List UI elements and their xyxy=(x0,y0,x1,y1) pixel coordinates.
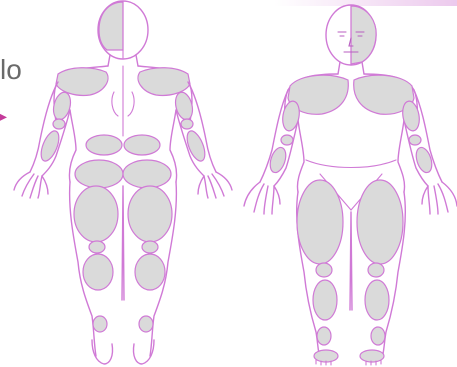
back-right-shoulder-region xyxy=(138,68,190,96)
back-right-ankle-region xyxy=(139,316,153,332)
front-left-shin-region xyxy=(313,280,337,320)
front-left-thigh-region xyxy=(297,180,343,264)
back-lower-left-region xyxy=(86,135,122,155)
back-right-thigh-region xyxy=(128,186,172,242)
back-left-buttock-region xyxy=(75,160,123,188)
front-right-shin-region xyxy=(365,280,389,320)
back-right-calf-region xyxy=(135,254,165,290)
front-head-right-region xyxy=(351,6,376,64)
front-left-hand xyxy=(244,182,280,214)
front-left-ankle-region xyxy=(317,327,331,345)
front-view-figure xyxy=(244,5,457,365)
front-right-knee-region xyxy=(368,263,384,277)
back-left-calf-region xyxy=(83,254,113,290)
front-left-elbow-region xyxy=(281,135,293,145)
front-left-knee-region xyxy=(316,263,332,277)
back-right-elbow-region xyxy=(181,119,193,129)
front-right-elbow-region xyxy=(409,135,421,145)
front-right-foot-region xyxy=(360,350,384,362)
back-left-elbow-region xyxy=(53,119,65,129)
back-left-shoulder-region xyxy=(56,68,108,96)
front-right-hand xyxy=(422,182,457,214)
front-right-ankle-region xyxy=(371,327,385,345)
back-left-knee-region xyxy=(89,241,105,253)
front-left-foot-region xyxy=(314,350,338,362)
back-left-thigh-region xyxy=(74,186,118,242)
back-head-left-region xyxy=(99,2,123,50)
back-view-figure xyxy=(14,1,232,364)
front-right-thigh-region xyxy=(357,180,403,264)
back-left-ankle-region xyxy=(93,316,107,332)
front-toes xyxy=(316,360,381,365)
back-right-buttock-region xyxy=(123,160,171,188)
back-right-knee-region xyxy=(142,241,158,253)
back-lower-right-region xyxy=(124,135,160,155)
